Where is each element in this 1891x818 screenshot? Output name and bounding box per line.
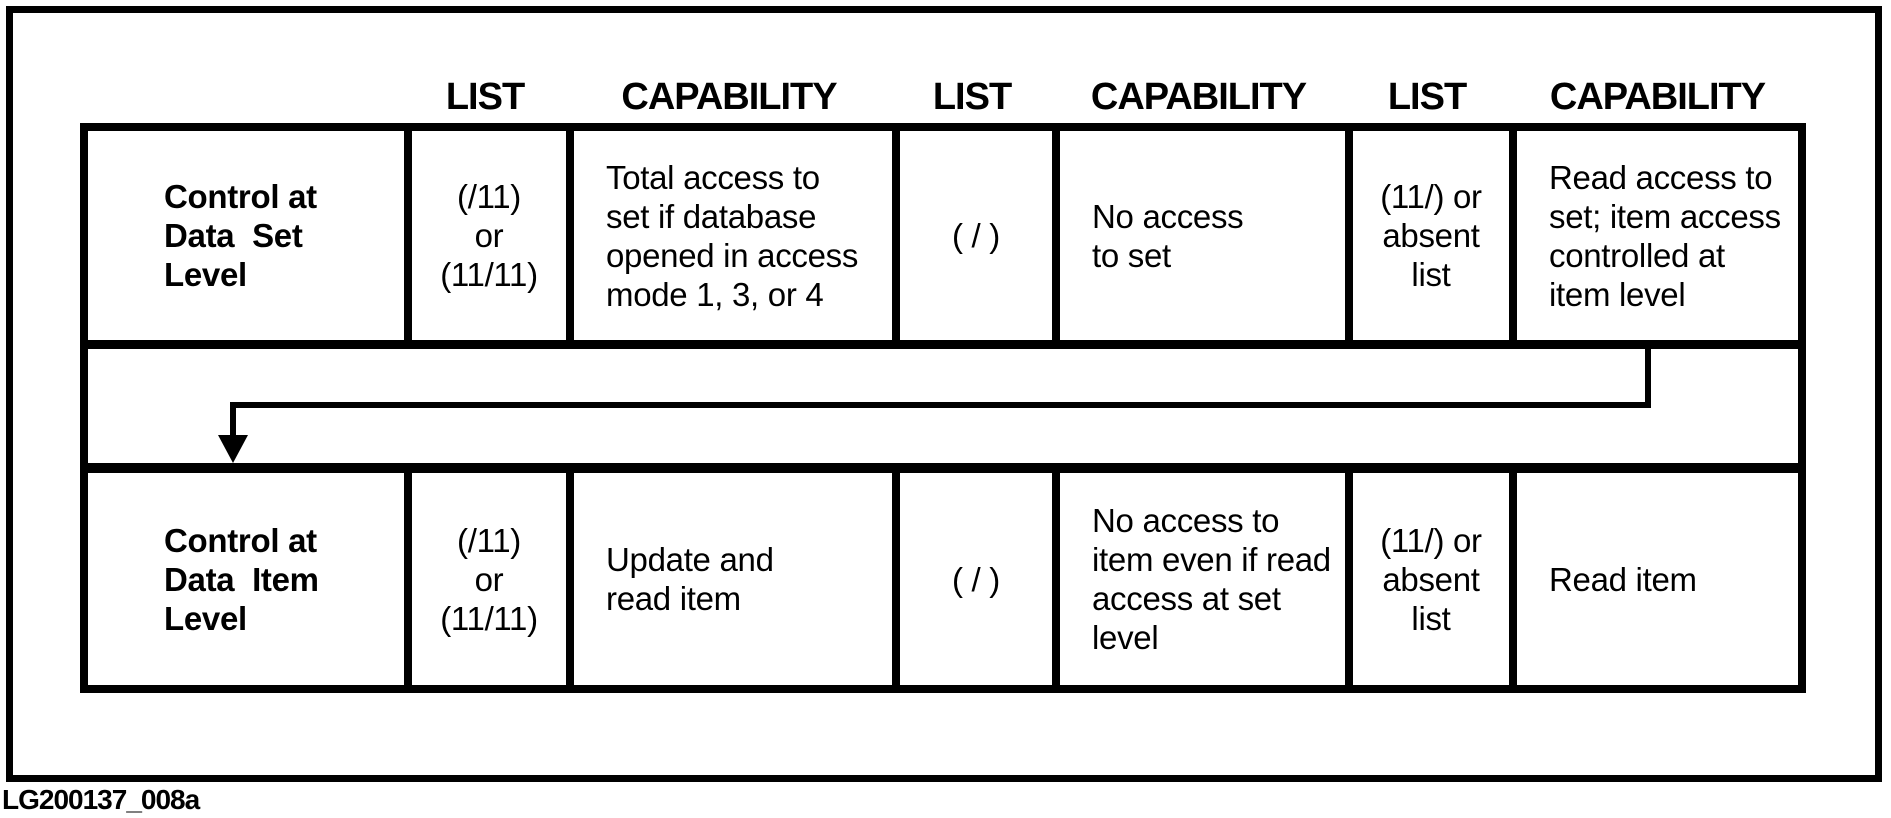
table-row-data-item-level: Control at Data Item Level (/11) or (11/… xyxy=(88,473,1798,685)
column-header-list-1: LIST xyxy=(445,76,525,118)
cell-set-list-2: ( / ) xyxy=(900,131,1060,340)
cell-set-capability-3: Read access to set; item access controll… xyxy=(1549,158,1781,313)
cell-item-capability-1: Update and read item xyxy=(574,473,900,685)
column-header-capability-1: CAPABILITY xyxy=(621,76,837,118)
figure-id-caption: LG200137_008a xyxy=(2,784,200,815)
cell-item-list-3: (11/) or absent list xyxy=(1353,473,1517,685)
column-header-list-3: LIST xyxy=(1387,76,1467,118)
arrow-line-horizontal xyxy=(230,402,1651,408)
access-control-table: Control at Data Set Level (/11) or (11/1… xyxy=(80,123,1806,693)
cell-item-list-2: ( / ) xyxy=(900,473,1060,685)
row-label-data-set-level: Control at Data Set Level xyxy=(88,131,412,340)
cell-set-capability-2: No access to set xyxy=(1060,131,1353,340)
arrow-line-vertical-right xyxy=(1645,349,1651,408)
column-header-capability-3: CAPABILITY xyxy=(1549,76,1766,118)
cell-item-capability-3: Read item xyxy=(1549,560,1697,598)
arrow-line-vertical-left xyxy=(230,402,236,435)
row-label-data-item-level: Control at Data Item Level xyxy=(88,473,412,685)
cell-item-list-1: (/11) or (11/11) xyxy=(412,473,574,685)
cell-set-list-1: (/11) or (11/11) xyxy=(412,131,574,340)
cell-set-capability-1: Total access to set if database opened i… xyxy=(574,131,900,340)
connector-band xyxy=(88,349,1798,473)
cell-set-list-3: (11/) or absent list xyxy=(1353,131,1517,340)
table-row-data-set-level: Control at Data Set Level (/11) or (11/1… xyxy=(88,131,1798,349)
arrow-head-icon xyxy=(218,435,248,463)
column-header-list-2: LIST xyxy=(932,76,1012,118)
column-header-capability-2: CAPABILITY xyxy=(1090,76,1307,118)
cell-item-capability-2: No access to item even if read access at… xyxy=(1060,473,1353,685)
